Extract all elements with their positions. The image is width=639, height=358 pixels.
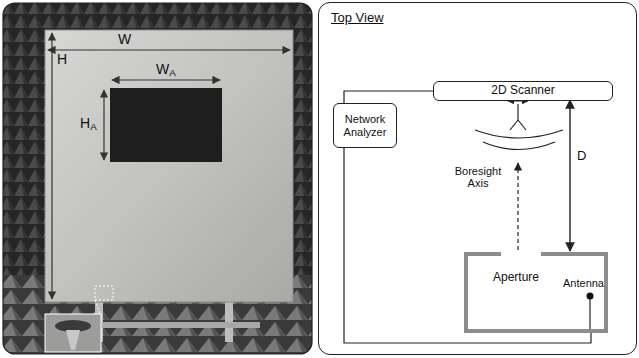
aperture-enclosure: Aperture Antenna: [466, 254, 606, 331]
node-text: Antenna: [563, 277, 604, 290]
node-title: Network Analyzer: [337, 113, 393, 138]
dimension-label: W: [118, 32, 131, 47]
enclosure-outline: [466, 254, 606, 331]
node-title: Top View: [331, 11, 384, 26]
axis-label: Boresight Axis: [446, 165, 510, 189]
dimension-label: WA: [156, 62, 176, 77]
node-title: Aperture: [493, 271, 539, 285]
dimension-label: D: [577, 149, 586, 163]
cable-line: [344, 91, 433, 103]
dimension-label: H: [57, 52, 67, 67]
analyzer-box: Network Analyzer: [333, 103, 397, 148]
dimension-label: HA: [80, 116, 97, 131]
node-title: 2D Scanner: [491, 84, 554, 98]
scanner-box: 2D Scanner: [433, 81, 613, 101]
